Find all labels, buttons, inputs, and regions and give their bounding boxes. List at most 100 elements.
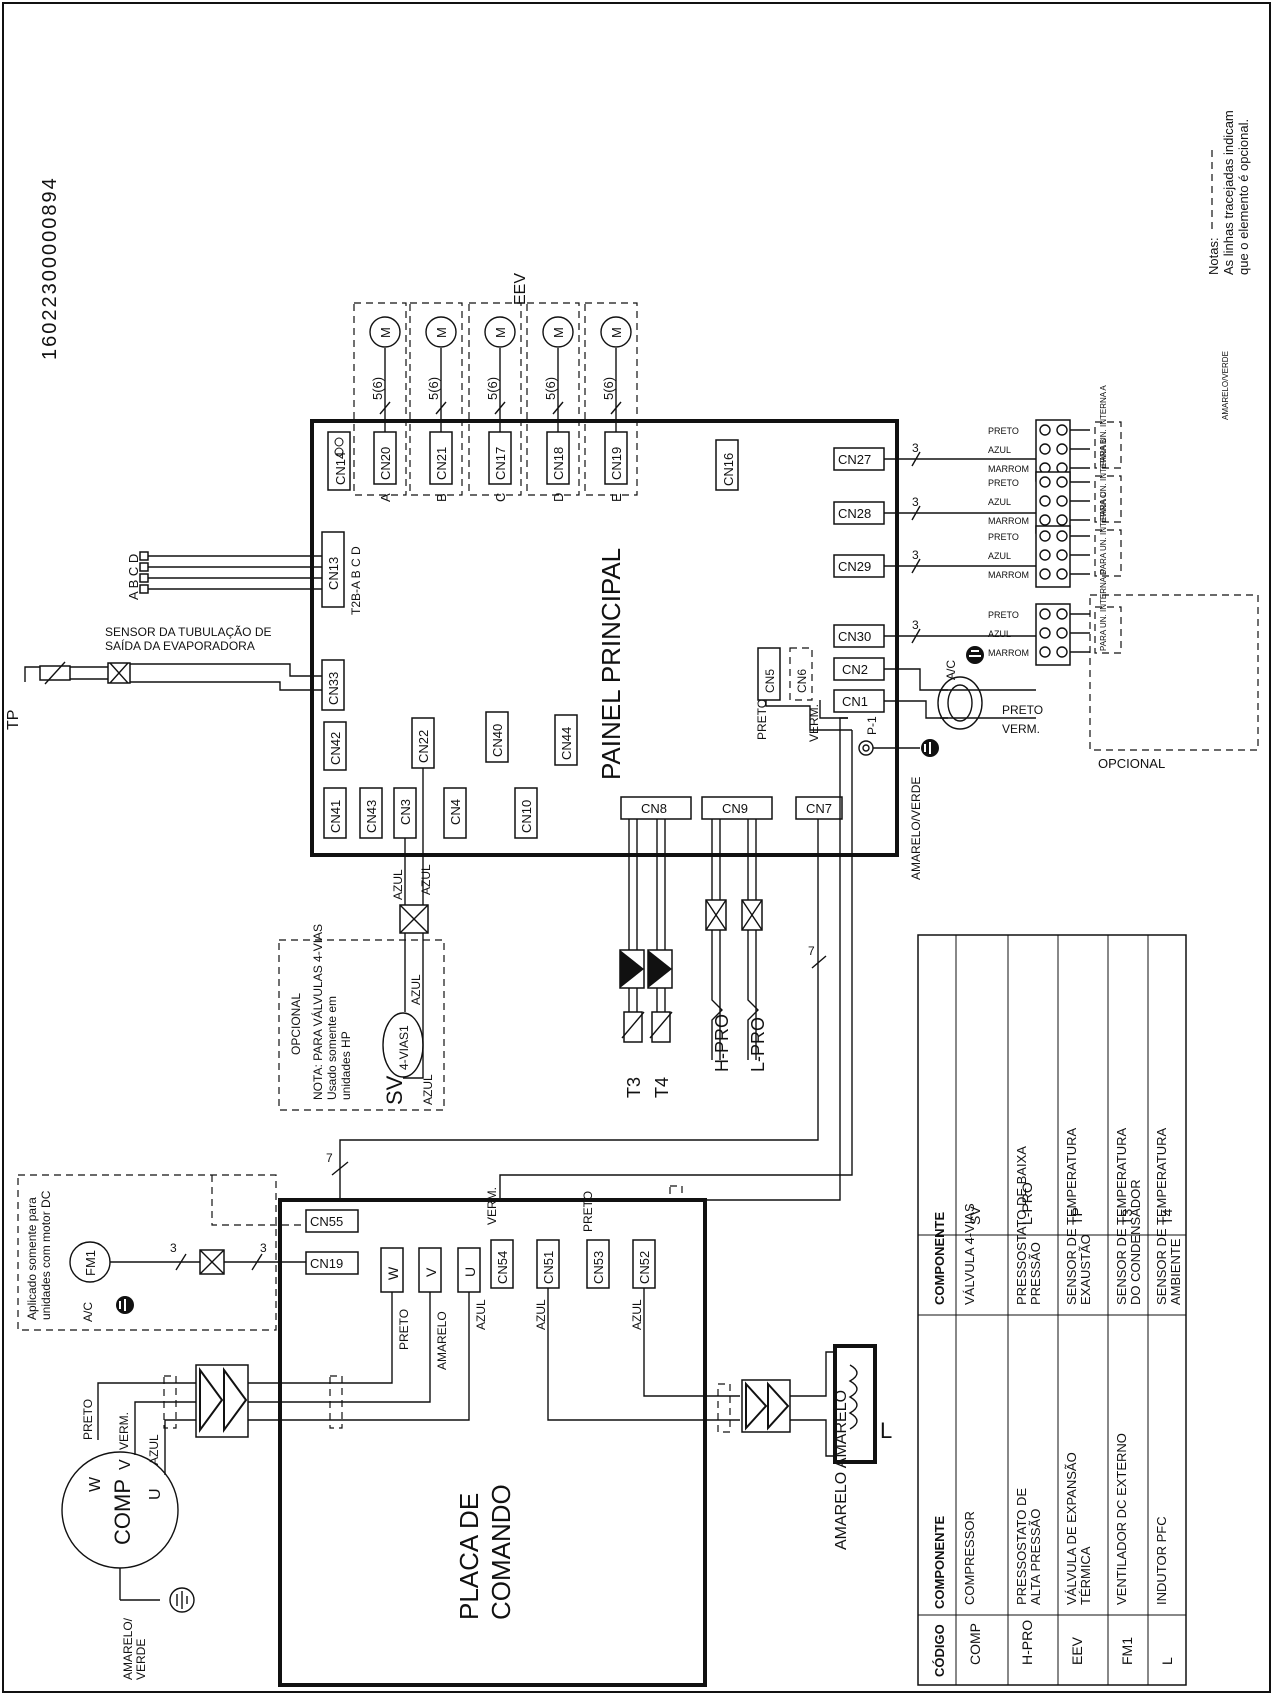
cn28-label: CN28 xyxy=(838,506,871,521)
legend-name-left: VÁLVULA DE EXPANSÃO xyxy=(1064,1452,1079,1605)
indoor-unit-label: PARA UN. INTERNA A xyxy=(1094,385,1122,469)
control-board-title1: PLACA DE xyxy=(454,1493,484,1620)
terminal-verm-label: VERM. xyxy=(1002,722,1040,736)
cn52-wire-label: AZUL xyxy=(630,1299,644,1330)
eev-wire-count: 5(6) xyxy=(370,377,385,400)
legend-name-right-2: PRESSÃO xyxy=(1028,1242,1043,1305)
inductor-connector xyxy=(741,1379,791,1433)
cn40-label: CN40 xyxy=(490,724,505,757)
cn6-wire-label: VERM. xyxy=(807,704,821,742)
cn33-label: CN33 xyxy=(326,672,341,705)
connector-cn44 xyxy=(554,714,578,766)
connector-cn13 xyxy=(321,531,345,608)
panel-ground-label: AMARELO/VERDE xyxy=(909,777,923,880)
motor-symbol: M xyxy=(609,327,624,338)
cn29-count: 3 xyxy=(912,548,919,562)
fan-ac: A/C xyxy=(81,1302,95,1322)
fan-optional-box xyxy=(17,1174,277,1331)
inductor-wire-label: AMARELO AMARELO xyxy=(833,1390,850,1550)
motor-symbol: M xyxy=(551,327,566,338)
connector-cn8 xyxy=(620,796,692,820)
indoor-unit-label: PARA UN. INTERNA B xyxy=(1094,439,1122,523)
eev-connector-label: CN18 xyxy=(551,447,566,480)
tp-sensor xyxy=(24,661,322,691)
legend-name-right-2: EXAUSTÃO xyxy=(1078,1234,1093,1305)
compressor-w: W xyxy=(87,1476,104,1492)
fan-tag: FM1 xyxy=(83,1250,98,1276)
control-board-connectors: CN55 CN19 W V U CN54 CN51 CN53 CN52 xyxy=(305,1209,656,1293)
legend-name-right: SENSOR DE TEMPERATURA xyxy=(1064,1127,1079,1305)
connector-cn55 xyxy=(305,1209,359,1233)
legend-header-component2: COMPONENTE xyxy=(932,1212,947,1306)
cn10-label: CN10 xyxy=(519,800,534,833)
terminal-wire-label: PRETO xyxy=(988,478,1019,488)
eev-port-label: E xyxy=(609,493,624,502)
motor-symbol: M xyxy=(434,327,449,338)
eev-motor-icon xyxy=(369,316,401,348)
indoor-label-text: PARA UN. INTERNA C xyxy=(1099,492,1108,574)
indoor-label-text: PARA UN. INTERNA B xyxy=(1099,439,1108,520)
lpro-tag: L-PRO xyxy=(748,1017,768,1072)
cn5-wire-label: PRETO xyxy=(755,699,769,740)
four-way-note2: Usado somente em xyxy=(325,996,339,1100)
cn54-wire-label: VERM. xyxy=(485,1187,499,1225)
terminal-wire-label: PRETO xyxy=(988,610,1019,620)
cn16-label: CN16 xyxy=(721,453,736,486)
control-board-title2: COMANDO xyxy=(486,1484,516,1620)
cn19-fan-label: CN19 xyxy=(310,1256,343,1271)
u-wire-label: AZUL xyxy=(474,1299,488,1330)
document-code: 16022300000894 xyxy=(39,176,61,360)
terminal-ac-label: A/C xyxy=(944,660,958,680)
terminal-wire-label: MARROM xyxy=(988,464,1029,474)
legend-name-right: SENSOR DE TEMPERATURA xyxy=(1154,1127,1169,1305)
connector-cn43 xyxy=(359,787,383,839)
t3-tag: T3 xyxy=(624,1077,644,1098)
cn1-label: CN1 xyxy=(842,694,868,709)
coil-wire-bottom: AZUL xyxy=(421,1074,435,1105)
notes-line1: As linhas tracejadas indicam xyxy=(1221,110,1236,275)
legend-name-left-2: TÉRMICA xyxy=(1078,1546,1093,1605)
cn13-pins: T2B-A B C D xyxy=(349,546,363,615)
cn54-label: CN54 xyxy=(495,1251,510,1284)
cn41-label: CN41 xyxy=(328,800,343,833)
cn27-count: 3 xyxy=(912,441,919,455)
legend-name-left: PRESSOSTATO DE xyxy=(1014,1488,1029,1605)
legend-code-left: EEV xyxy=(1069,1636,1085,1665)
terminal-wire-label: AZUL xyxy=(988,497,1011,507)
terminal-wire-label: AZUL xyxy=(988,445,1011,455)
eev-connector-label: CN17 xyxy=(493,447,508,480)
t2b-pin-labels: A B C D xyxy=(126,554,141,600)
cn13-label: CN13 xyxy=(326,557,341,590)
eev-port-label: D xyxy=(551,493,566,502)
legend-header-code: CÓDIGO xyxy=(932,1624,947,1677)
terminal-ground-label: AMARELO/VERDE xyxy=(1221,351,1230,420)
eev-port-label: A xyxy=(378,493,393,502)
inductor-tag: L xyxy=(880,1418,892,1443)
fan-note1: Aplicado somente para xyxy=(25,1197,39,1320)
terminal-wire-label: PRETO xyxy=(988,532,1019,542)
eev-wire-count: 5(6) xyxy=(485,377,500,400)
cn30-count: 3 xyxy=(912,618,919,632)
indoor-unit-label: PARA UN. INTERNA D xyxy=(1094,569,1122,654)
cn3-wire-label: AZUL xyxy=(391,869,405,900)
cn51-label: CN51 xyxy=(541,1251,556,1284)
connector-cn54 xyxy=(490,1239,514,1289)
legend-name-left-2: ALTA PRESSÃO xyxy=(1028,1509,1043,1605)
fan-note2: unidades com motor DC xyxy=(39,1190,53,1320)
comp-ground2: VERDE xyxy=(134,1639,148,1680)
cn43-label: CN43 xyxy=(364,800,379,833)
terminal-ground-icon xyxy=(966,646,984,664)
component-legend: CÓDIGOCOMPONENTECOMPONENTECOMPCOMPRESSOR… xyxy=(917,934,1187,1686)
terminal-block: PRETOAZULMARROMPRETOAZULMARROMPRETOAZULM… xyxy=(988,351,1230,666)
eev-wire-count: 5(6) xyxy=(601,377,616,400)
t4-tag: T4 xyxy=(652,1077,672,1098)
connector-cn16 xyxy=(715,439,739,491)
comp-ground1: AMARELO/ xyxy=(121,1617,135,1680)
compressor-wires xyxy=(97,1292,470,1475)
eev-motor-icon xyxy=(425,316,457,348)
